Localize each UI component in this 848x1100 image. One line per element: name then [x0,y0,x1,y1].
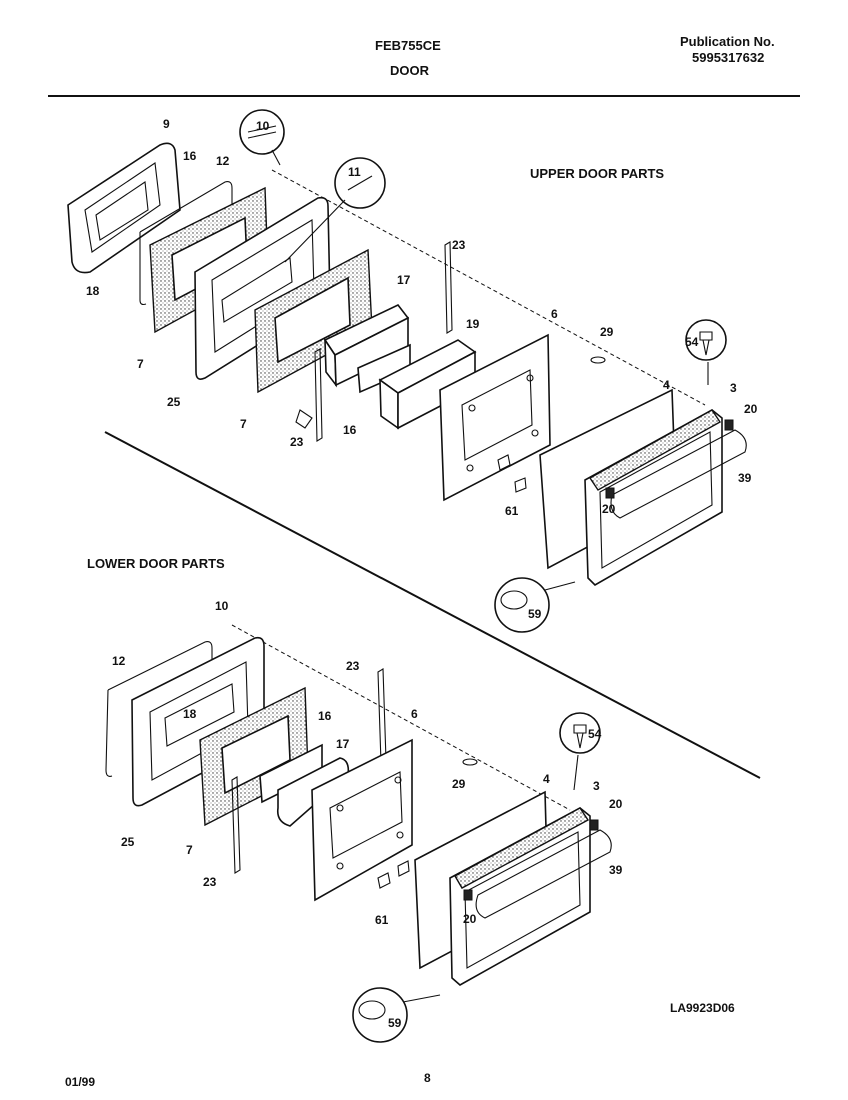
lower-label-3: 3 [593,779,600,793]
upper-hinge-left [314,348,323,442]
lower-label-7: 7 [186,843,193,857]
upper-label-7b: 7 [240,417,247,431]
lower-label-23a: 23 [346,659,360,673]
upper-label-59: 59 [528,607,542,621]
upper-label-11: 11 [348,165,361,179]
lower-label-39: 39 [609,863,623,877]
lower-knob-callout-59 [352,987,441,1043]
upper-screw-callout-10 [239,109,285,166]
upper-label-54: 54 [685,335,699,349]
upper-label-61: 61 [505,504,519,518]
upper-label-29: 29 [600,325,614,339]
lower-handle-cap-right [589,819,599,831]
lower-label-23b: 23 [203,875,217,889]
upper-door-panel [439,333,551,502]
lower-spacer [462,758,478,766]
upper-label-25: 25 [167,395,181,409]
upper-spacer [590,356,606,364]
section-title: DOOR [390,63,430,78]
upper-label-16a: 16 [183,149,197,163]
lower-insulation [199,686,309,827]
model-number: FEB755CE [375,38,441,53]
upper-label-20a: 20 [744,402,758,416]
lower-hinge-left [231,776,241,874]
upper-assembly-axis [271,169,706,406]
section-divider [104,431,761,779]
lower-door-title: LOWER DOOR PARTS [87,556,225,571]
upper-outer-door-frame [584,409,723,586]
lower-label-10: 10 [215,599,229,613]
upper-handle-cap-left [605,487,615,499]
lower-label-54: 54 [588,727,602,741]
upper-inner-liner [67,142,181,274]
upper-label-39: 39 [738,471,752,485]
upper-knob-callout-59 [494,577,576,633]
upper-handle-cap-right [724,419,734,431]
upper-label-7a: 7 [137,357,144,371]
upper-label-20b: 20 [602,502,616,516]
lower-outer-door-frame [449,807,591,986]
lower-label-61: 61 [375,913,389,927]
revision-date: 01/99 [65,1075,95,1089]
lower-label-4: 4 [543,772,550,786]
upper-label-9: 9 [163,117,170,131]
upper-vent-baffle [378,339,477,430]
upper-label-18: 18 [86,284,100,298]
lower-label-20b: 20 [463,912,477,926]
upper-bracket-callout-11 [284,157,386,263]
upper-label-19: 19 [466,317,480,331]
upper-label-6: 6 [551,307,558,321]
upper-clips [497,454,527,493]
upper-label-3: 3 [730,381,737,395]
lower-label-25: 25 [121,835,135,849]
lower-label-29: 29 [452,777,466,791]
publication-number: 5995317632 [692,50,764,65]
lower-label-59: 59 [388,1016,402,1030]
lower-label-12: 12 [112,654,126,668]
figure-code: LA9923D06 [670,1001,735,1015]
lower-label-6: 6 [411,707,418,721]
upper-label-17: 17 [397,273,411,287]
lower-gasket [105,641,213,777]
upper-label-23b: 23 [290,435,304,449]
lower-label-17: 17 [336,737,350,751]
upper-hinge-bracket [295,409,313,429]
upper-door-handle [610,429,747,519]
upper-insulation-b [254,248,373,394]
upper-label-12: 12 [216,154,230,168]
publication-label: Publication No. [680,34,775,49]
lower-door-handle [475,829,612,919]
lower-handle-cap-left [463,889,473,901]
upper-hinge-right [444,241,453,334]
upper-label-10: 10 [256,119,270,133]
lower-screw-callout-54 [559,712,601,791]
page-number: 8 [424,1071,431,1085]
lower-label-16: 16 [318,709,332,723]
upper-gasket [139,181,233,306]
lower-clips [377,860,410,889]
lower-label-18: 18 [183,707,197,721]
upper-label-23a: 23 [452,238,466,252]
lower-label-20a: 20 [609,797,623,811]
upper-screw-callout-54 [685,319,727,385]
upper-label-16b: 16 [343,423,357,437]
upper-label-4: 4 [663,378,670,392]
lower-door-panel [311,738,413,902]
lower-assembly-axis [231,624,571,811]
upper-door-title: UPPER DOOR PARTS [530,166,664,181]
lower-hinge-right [377,668,387,764]
